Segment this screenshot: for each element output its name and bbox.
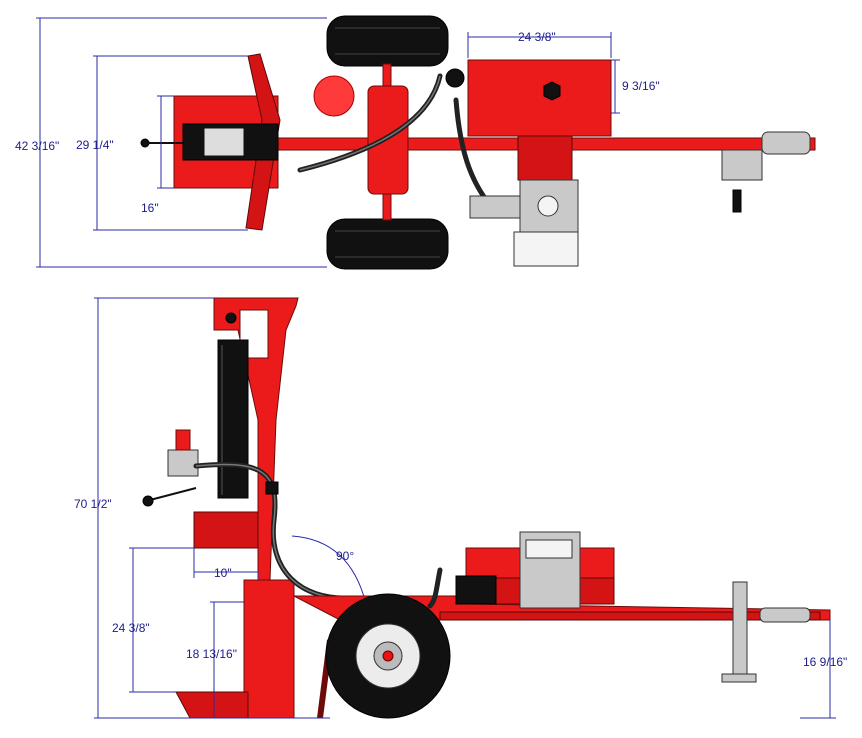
dim-engine-tray-depth: 9 3/16" [622,79,660,93]
dim-overall-width: 42 3/16" [15,139,59,153]
dim-table-width: 29 1/4" [76,138,114,152]
dim-hitch-height: 16 9/16" [803,655,847,669]
side-view [142,297,831,719]
top-tire-lower [326,218,449,270]
side-view-dimensions: 70 1/2" 24 3/8" 18 13/16" 10" 90° 16 9/1… [74,297,847,719]
dim-beam-height: 18 13/16" [186,647,237,661]
dim-engine-tray-length: 24 3/8" [518,30,556,44]
top-hex-nut [543,81,561,101]
side-foot-plate [175,691,249,719]
top-view [140,15,816,270]
dim-wedge-offset: 16" [141,201,159,215]
dim-foot-plate-depth: 10" [214,566,232,580]
side-beam [243,579,295,719]
dim-overall-height: 70 1/2" [74,497,112,511]
side-cylinder [217,339,249,499]
side-jack [732,581,748,675]
top-cylinder [367,85,409,195]
side-wedge [193,511,259,549]
top-tire-upper [326,15,449,67]
dim-table-height: 24 3/8" [112,621,150,635]
dim-tilt-angle: 90° [336,549,354,563]
top-red-disc [313,75,355,117]
top-view-dimensions: 42 3/16" 29 1/4" 16" 24 3/8" 9 3/16" [15,17,660,268]
top-hitch [761,131,811,155]
top-engine-tray [467,59,612,137]
